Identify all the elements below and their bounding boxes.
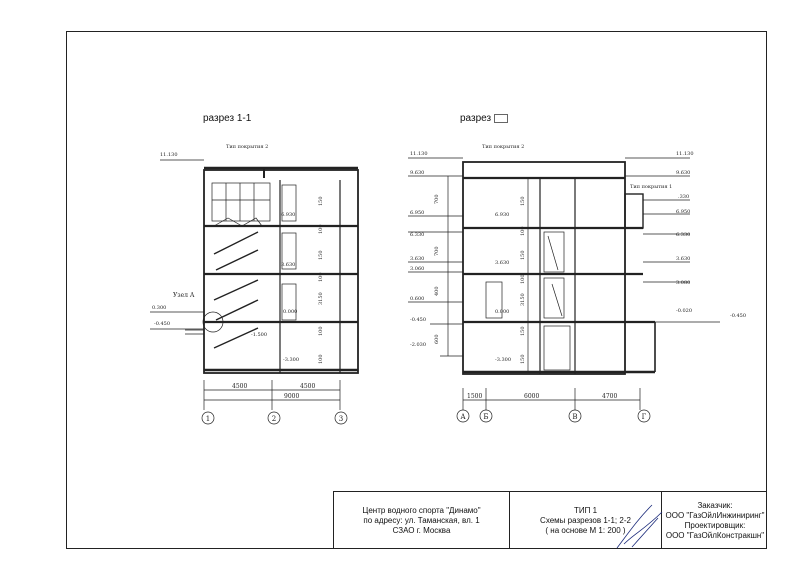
i-dim: 150	[520, 326, 526, 336]
node-label: Узел А	[173, 292, 195, 299]
height-dim: 3150	[318, 292, 324, 305]
designer-label: Проектировщик:	[684, 520, 746, 530]
i-dim: 150	[520, 196, 526, 206]
height-dim: 100	[318, 354, 324, 364]
l2-inner-level: 0.000	[495, 309, 509, 315]
l2-inner-level: 6.930	[495, 212, 509, 218]
r2-level: 3.630	[676, 256, 690, 262]
height-dim: 100	[318, 272, 324, 282]
level-6930: 6.930	[281, 212, 295, 218]
dim-4500-b: 4500	[300, 383, 315, 390]
customer-cell: Заказчик: ООО "ГазОйлИнжиниринг" Проекти…	[662, 492, 768, 549]
l2-level: 11.130	[410, 151, 428, 157]
l2-level: -2.030	[410, 342, 426, 348]
roof-label-2: Тип покрытия 2	[482, 144, 524, 150]
l2-level: 6.330	[410, 232, 424, 238]
axis-2: 2	[272, 415, 276, 423]
project-address: по адресу: ул. Таманская, вл. 1	[363, 515, 480, 525]
height-dim: 100	[318, 224, 324, 234]
r2-level: -0.450	[730, 313, 746, 319]
section-1-title: разрез 1-1	[203, 113, 252, 124]
customer-name: ООО "ГазОйлИнжиниринг"	[665, 510, 765, 520]
project-cell: Центр водного спорта "Динамо" по адресу:…	[334, 492, 510, 549]
level-minus3300: -3.300	[283, 357, 299, 363]
section-2-title: разрез	[460, 113, 508, 124]
i-dim: 3150	[520, 293, 526, 306]
axis-A: А	[460, 413, 466, 421]
dim-1500: 1500	[467, 393, 482, 400]
i-dim: 100	[520, 274, 526, 284]
l2-level: -0.450	[410, 317, 426, 323]
v-dim: 700	[434, 194, 440, 204]
sheet-type: ТИП 1	[573, 505, 598, 515]
r2-level: .330	[678, 194, 689, 200]
i-dim: 150	[520, 354, 526, 364]
axis-G: Г	[642, 413, 647, 421]
l2-inner-level: -3.300	[495, 357, 511, 363]
project-district: СЗАО г. Москва	[392, 525, 451, 535]
sheet-cell: ТИП 1 Схемы разрезов 1-1; 2-2 ( на основ…	[510, 492, 662, 549]
level-0000: 0.000	[283, 309, 297, 315]
sheet-scale: ( на основе М 1: 200 )	[545, 525, 626, 535]
dim-4700: 4700	[602, 393, 617, 400]
title-block: Центр водного спорта "Динамо" по адресу:…	[333, 491, 767, 549]
dim-4500-a: 4500	[232, 383, 247, 390]
l2-level: 9.630	[410, 170, 424, 176]
v-dim: 700	[434, 246, 440, 256]
i-dim: 100	[520, 226, 526, 236]
r2-level: 6.330	[676, 232, 690, 238]
level-top: 11.130	[160, 152, 178, 158]
r2-level: -0.020	[676, 308, 692, 314]
height-dim: 150	[318, 196, 324, 206]
l2-inner-level: 3.630	[495, 260, 509, 266]
level-left-0300: 0.300	[152, 305, 166, 311]
sheet-name: Схемы разрезов 1-1; 2-2	[540, 515, 631, 525]
l2-level: 3.060	[410, 266, 424, 272]
project-name: Центр водного спорта "Динамо"	[362, 505, 481, 515]
customer-label: Заказчик:	[697, 500, 733, 510]
l2-level: 0.600	[410, 296, 424, 302]
level-stair: -1.500	[251, 332, 267, 338]
v-dim: 600	[434, 334, 440, 344]
signature-icon	[616, 504, 663, 549]
v-dim: 400	[434, 286, 440, 296]
level-3630: 3.630	[281, 262, 295, 268]
r2-level: 9.630	[676, 170, 690, 176]
l2-level: 6.950	[410, 210, 424, 216]
axis-B: Б	[483, 413, 488, 421]
dim-6000: 6000	[524, 393, 539, 400]
roof-label: Тип покрытия 2	[226, 144, 268, 150]
axis-V: В	[572, 413, 577, 421]
i-dim: 150	[520, 250, 526, 260]
section-mark-icon	[493, 113, 508, 123]
height-dim: 150	[318, 250, 324, 260]
level-left-minus0450: -0.450	[154, 321, 170, 327]
r2-level: 11.130	[676, 151, 694, 157]
axis-1: 1	[206, 415, 210, 423]
l2-level: 3.630	[410, 256, 424, 262]
dim-total: 9000	[284, 393, 299, 400]
axis-3: 3	[339, 415, 343, 423]
roof-label-1: Тип покрытия 1	[630, 184, 672, 190]
r2-level: 3.080	[676, 280, 690, 286]
drawing-frame	[66, 31, 767, 549]
designer-name: ООО "ГазОйлКонстракшн"	[665, 530, 765, 540]
r2-level: 6.950	[676, 209, 690, 215]
height-dim: 100	[318, 326, 324, 336]
